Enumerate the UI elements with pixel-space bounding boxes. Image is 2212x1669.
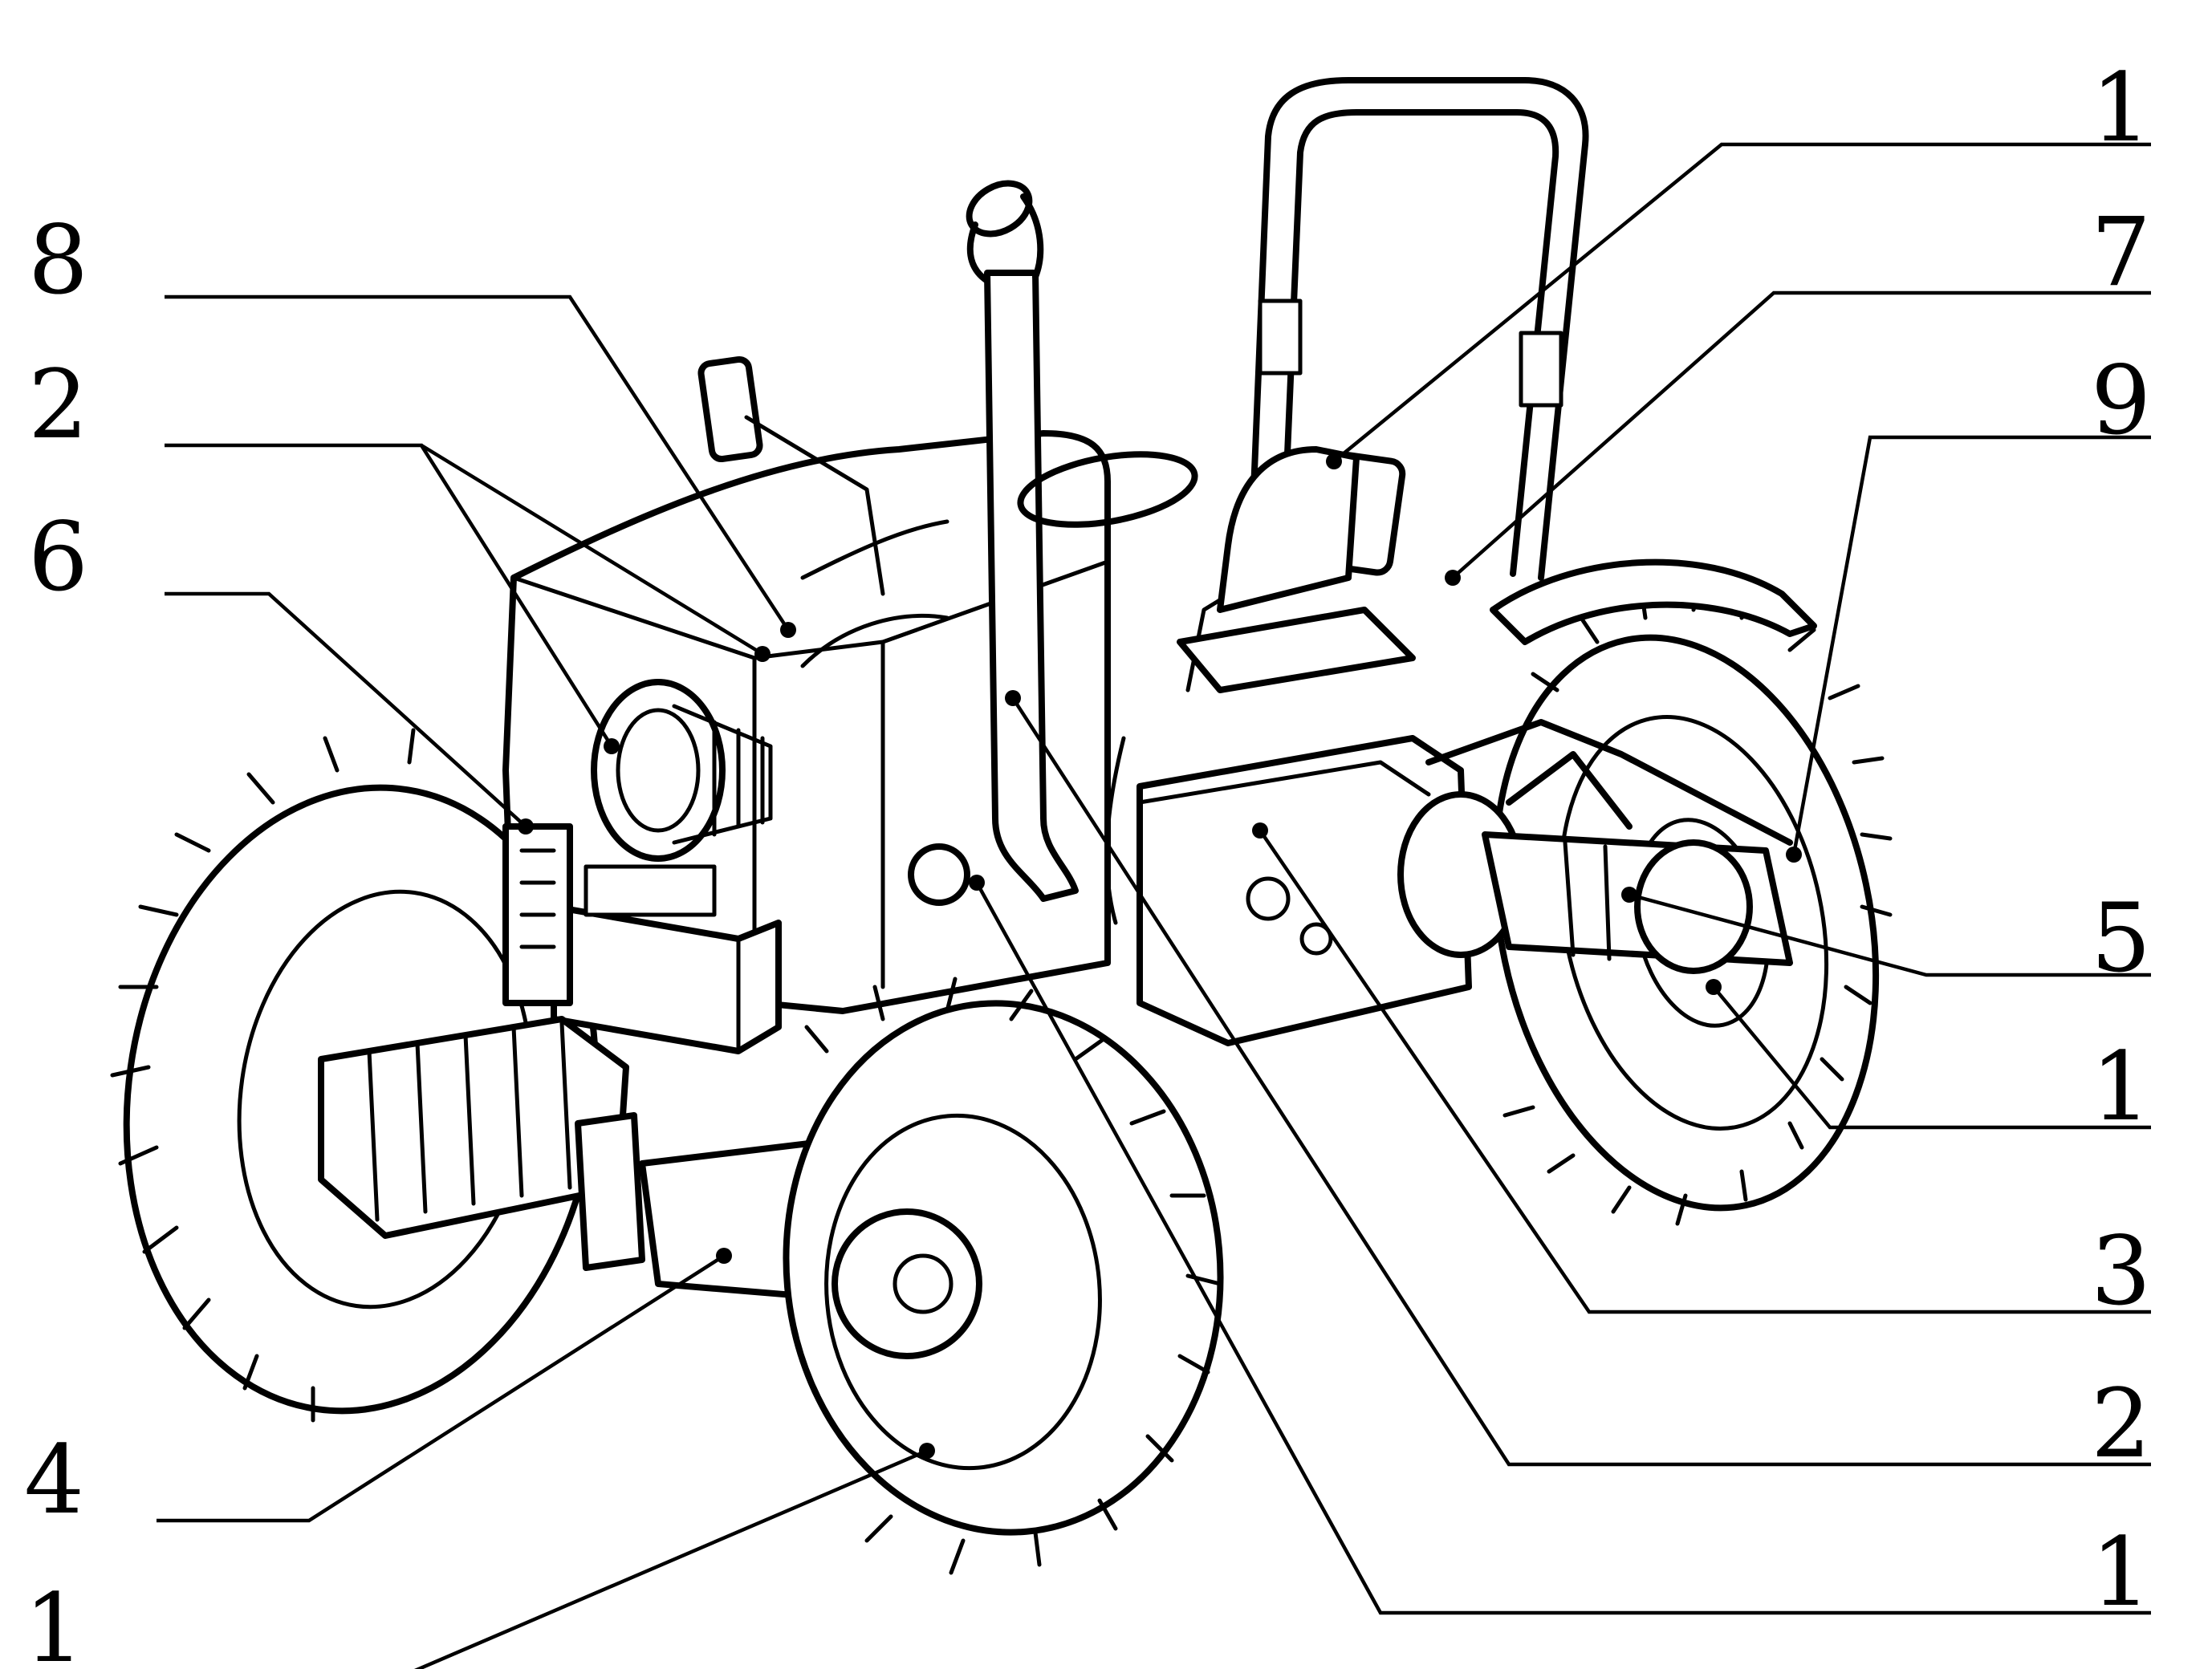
air-filter	[591, 679, 773, 862]
roll-bar	[1249, 77, 1589, 581]
rear-axle-hub	[1397, 791, 1793, 974]
callout-1-bottom-right: 1	[2091, 1517, 2151, 1627]
leader-dots	[518, 453, 1802, 1459]
callout-4: 4	[24, 1424, 84, 1535]
callout-labels: 1 7 9 5 1 3 2 1 8 2 6 4 1	[24, 52, 2151, 1669]
callout-3: 3	[2091, 1216, 2151, 1326]
callout-7: 7	[2091, 197, 2151, 307]
callout-6: 6	[28, 502, 88, 612]
front-right-wheel	[783, 977, 1224, 1575]
leader-1b	[1712, 985, 2151, 1130]
callout-9: 9	[2091, 345, 2151, 456]
callout-2-right: 2	[2091, 1368, 2151, 1479]
transmission	[1136, 735, 1472, 1046]
leader-8	[165, 294, 790, 631]
front-grille	[502, 823, 573, 1006]
leader-lines	[157, 142, 2151, 1669]
callout-1-mid: 1	[2091, 1031, 2151, 1142]
leader-4	[157, 1254, 726, 1523]
callout-1-bottom-left: 1	[24, 1573, 84, 1669]
leader-9	[1791, 435, 2151, 855]
leader-5	[1629, 892, 2151, 977]
callout-1-top: 1	[2091, 52, 2151, 163]
callout-2-left: 2	[28, 349, 88, 460]
leader-2r	[1011, 696, 2151, 1467]
operator-seat	[1177, 446, 1416, 693]
leader-1c	[975, 881, 2151, 1615]
leader-2l-b	[420, 444, 764, 656]
leader-7	[1451, 290, 2151, 579]
engine-hoses	[800, 519, 1126, 925]
steering-wheel	[1017, 451, 1198, 528]
leader-3	[1258, 829, 2151, 1314]
rear-fender	[1490, 558, 1817, 645]
callout-8: 8	[28, 205, 88, 315]
front-weights	[318, 1016, 645, 1271]
tractor-illustration	[110, 77, 1893, 1575]
callout-5: 5	[2091, 883, 2151, 993]
exhaust-stack	[966, 180, 1079, 902]
fan-pulley	[908, 843, 970, 906]
leader-1a	[1332, 142, 2151, 463]
leader-1l	[413, 1448, 928, 1669]
leader-6	[165, 591, 527, 828]
lift-arms	[1425, 719, 1793, 846]
